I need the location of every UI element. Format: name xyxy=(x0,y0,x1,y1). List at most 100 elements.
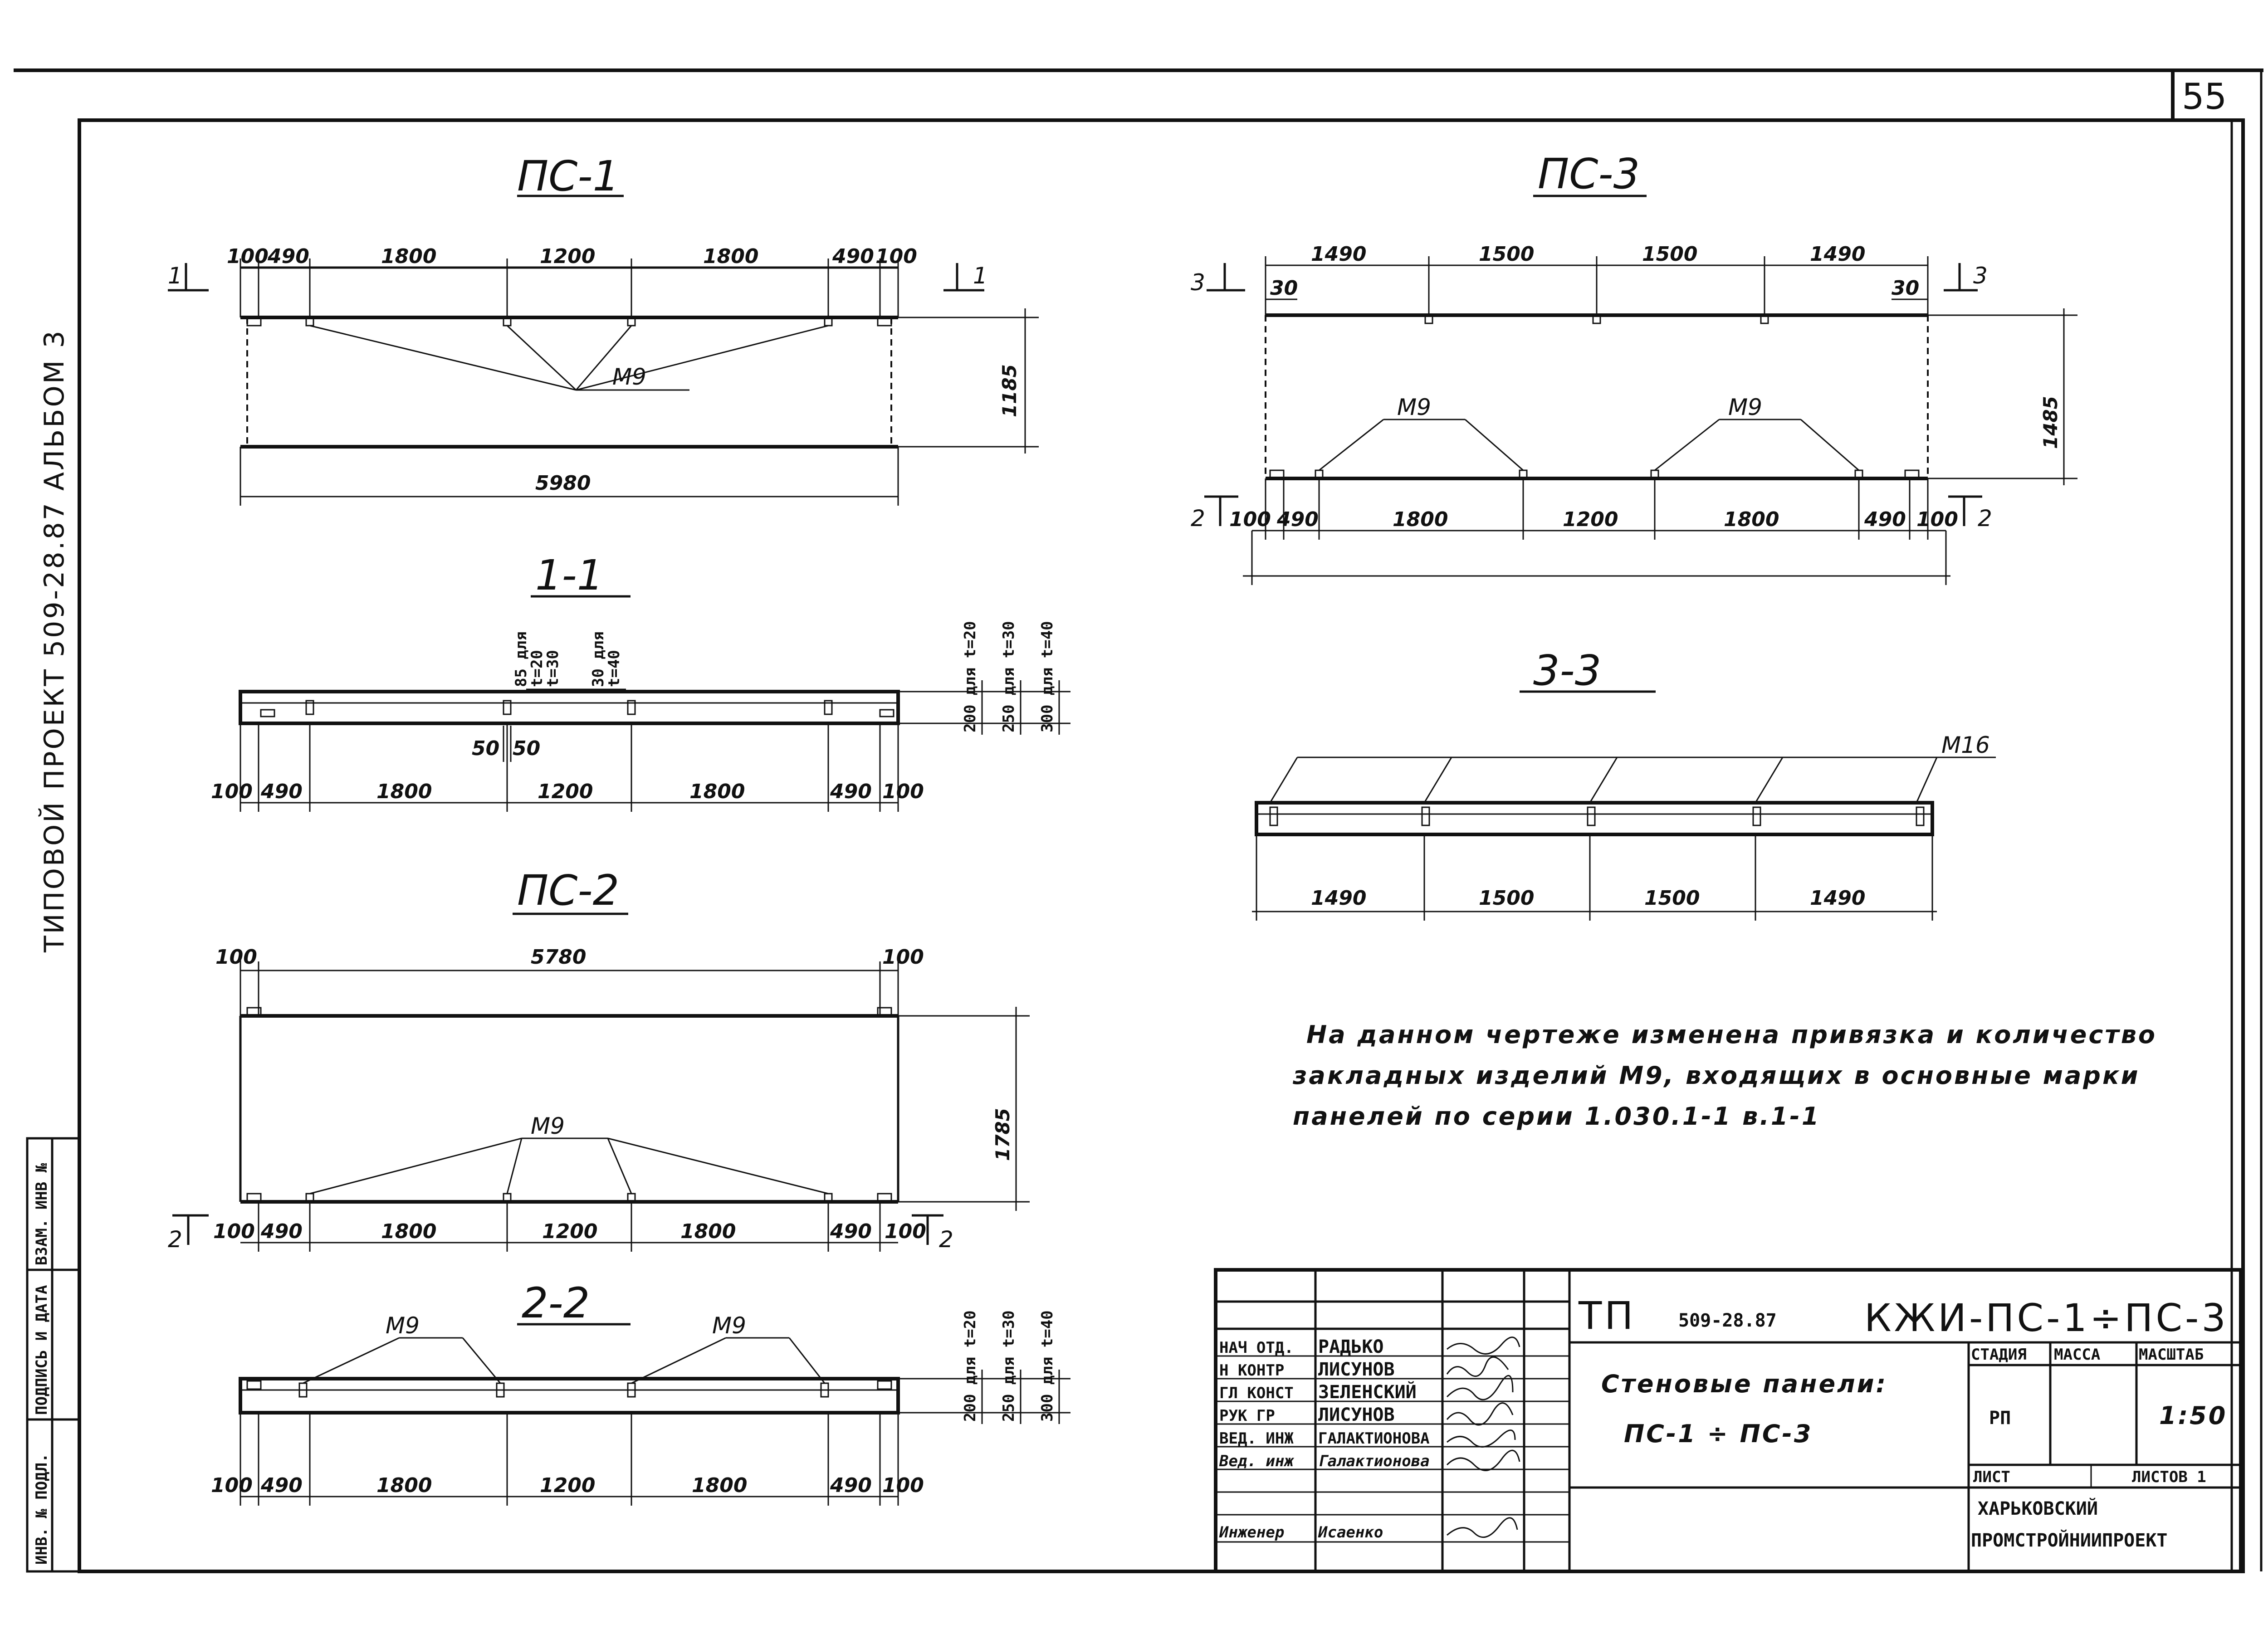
view-ps3: ПС-3 1490 1500 1500 1490 30 30 3 3 xyxy=(1191,150,2077,585)
tb-stage-hdr: СТАДИЯ xyxy=(1971,1346,2027,1364)
view-ps1: ПС-1 100 490 1800 1200 1800 490 100 1 1 xyxy=(168,152,1039,506)
ps3-mark-2: М9 xyxy=(1728,394,1762,420)
tb-role-6: Инженер xyxy=(1219,1523,1284,1541)
s33-dim-0: 1490 xyxy=(1311,887,1366,910)
tb-stage: РП xyxy=(1989,1408,2011,1429)
ps3-cut-top-right: 3 xyxy=(1973,263,1988,289)
tb-role-0: НАЧ ОТД. xyxy=(1219,1339,1294,1357)
ps2-bdim-4: 1800 xyxy=(680,1220,736,1243)
s11-right-0: 200 для t=20 xyxy=(961,621,979,732)
ps1-dim-6: 100 xyxy=(875,245,917,268)
s11-right-2: 300 для t=40 xyxy=(1038,621,1056,732)
ps1-dim-1: 490 xyxy=(267,245,309,268)
ps3-title: ПС-3 xyxy=(1538,150,1640,198)
tb-desc-1: Стеновые панели: xyxy=(1601,1370,1887,1398)
ps3-dim-1: 1500 xyxy=(1479,243,1534,266)
tb-role-4: ВЕД. ИНЖ xyxy=(1219,1429,1294,1448)
tb-scale-hdr: МАСШТАБ xyxy=(2139,1346,2204,1364)
ps3-cut-bottom-left: 2 xyxy=(1191,505,1205,532)
ps2-bdim-0: 100 xyxy=(213,1220,255,1243)
view-section-2-2: 2-2 М9 М9 200 для t=20 250 для t=30 300 … xyxy=(211,1279,1070,1506)
ps2-bdim-1: 490 xyxy=(260,1220,303,1243)
view-section-3-3: 3-3 М16 1490 1500 1500 1490 xyxy=(1252,646,1996,921)
note-line-1: На данном чертеже изменена привязка и ко… xyxy=(1306,1020,2157,1049)
ps3-edge-1: 30 xyxy=(1892,277,1919,300)
ps1-dim-5: 490 xyxy=(832,245,874,268)
title-block: НАЧ ОТД. РАДЬКО Н КОНТР ЛИСУНОВ ГЛ КОНСТ… xyxy=(1214,1268,2243,1573)
tb-name-4: ГАЛАКТИОНОВА xyxy=(1318,1429,1430,1448)
s22-mark-2: М9 xyxy=(712,1312,746,1339)
ps2-cut-right: 2 xyxy=(939,1226,953,1253)
ps3-bdim-6: 100 xyxy=(1916,508,1958,531)
s33-title: 3-3 xyxy=(1533,646,1601,695)
ps3-dim-0: 1490 xyxy=(1311,243,1366,266)
ps1-cut-right: 1 xyxy=(973,263,987,289)
s11-title: 1-1 xyxy=(535,551,603,600)
ps1-dim-4: 1800 xyxy=(703,245,758,268)
change-note: На данном чертеже изменена привязка и ко… xyxy=(1292,1020,2157,1131)
s11-right-1: 250 для t=30 xyxy=(1000,621,1018,732)
tb-name-0: РАДЬКО xyxy=(1318,1336,1384,1357)
s11-note-0: 85 для xyxy=(512,631,530,687)
tb-name-1: ЛИСУНОВ xyxy=(1318,1359,1395,1380)
ps3-bdim-2: 1800 xyxy=(1393,508,1448,531)
s22-dim-4: 1800 xyxy=(692,1474,747,1497)
ps3-cut-top-left: 3 xyxy=(1191,269,1205,296)
s11-dim-6: 100 xyxy=(882,780,924,803)
ps3-edge-0: 30 xyxy=(1270,277,1298,300)
s11-dim-2: 1800 xyxy=(376,780,432,803)
s33-dim-2: 1500 xyxy=(1644,887,1700,910)
ps1-mark: М9 xyxy=(612,364,646,390)
s11-dim-3: 1200 xyxy=(538,780,593,803)
side-cell-ivn-podl: ИНВ. № ПОДЛ. xyxy=(33,1453,51,1565)
tb-org-2: ПРОМСТРОЙНИИПРОЕКТ xyxy=(1971,1529,2167,1551)
ps1-dim-0: 100 xyxy=(227,245,269,268)
ps2-title: ПС-2 xyxy=(517,866,619,915)
sheet-number: 55 xyxy=(2182,77,2227,117)
s22-dim-1: 490 xyxy=(260,1474,303,1497)
side-cell-podpis: ПОДПИСЬ И ДАТА xyxy=(33,1285,51,1415)
ps2-dim-2: 100 xyxy=(882,946,924,969)
ps3-bdim-5: 490 xyxy=(1864,508,1906,531)
ps2-mark: М9 xyxy=(531,1113,565,1139)
ps3-dim-2: 1500 xyxy=(1642,243,1697,266)
ps2-bdim-6: 100 xyxy=(885,1220,926,1243)
ps3-mark-1: М9 xyxy=(1397,394,1431,420)
note-line-3: панелей по серии 1.030.1-1 в.1-1 xyxy=(1293,1102,1820,1131)
s11-note-1: t=20 xyxy=(528,650,546,687)
view-section-1-1: 1-1 50 50 85 для t=20 t=30 30 для t=40 2… xyxy=(211,551,1070,812)
ps1-dim-3: 1200 xyxy=(540,245,595,268)
side-cell-vzam: ВЗАМ. ИНВ № xyxy=(33,1163,51,1265)
s33-mark: М16 xyxy=(1941,732,1990,758)
ps2-bdim-5: 490 xyxy=(830,1220,872,1243)
tb-role-1: Н КОНТР xyxy=(1219,1361,1284,1380)
ps1-dim-2: 1800 xyxy=(381,245,436,268)
ps2-bdim-3: 1200 xyxy=(542,1220,597,1243)
ps3-bdim-3: 1200 xyxy=(1563,508,1618,531)
ps1-cut-left: 1 xyxy=(168,263,182,289)
s22-mark-1: М9 xyxy=(386,1312,420,1339)
ps2-height: 1785 xyxy=(992,1108,1014,1161)
s11-note-3: 30 для xyxy=(589,631,607,687)
tb-org-1: ХАРЬКОВСКИЙ xyxy=(1978,1497,2098,1519)
ps3-bdim-1: 490 xyxy=(1276,508,1319,531)
s11-note-4: t=40 xyxy=(605,650,623,687)
s11-note-2: t=30 xyxy=(544,650,562,687)
s33-dim-1: 1500 xyxy=(1479,887,1534,910)
tb-role-3: РУК ГР xyxy=(1219,1407,1275,1425)
s11-dim-0: 100 xyxy=(211,780,253,803)
tb-name-6: Исаенко xyxy=(1318,1523,1383,1541)
s22-dim-3: 1200 xyxy=(540,1474,595,1497)
tb-desc-2: ПС-1 ÷ ПС-3 xyxy=(1624,1419,1813,1448)
tb-mass-hdr: МАССА xyxy=(2054,1346,2100,1364)
tb-name-2: ЗЕЛЕНСКИЙ xyxy=(1318,1381,1417,1403)
tb-role-2: ГЛ КОНСТ xyxy=(1219,1384,1294,1402)
ps1-length: 5980 xyxy=(535,472,591,495)
tb-name-5: Галактионова xyxy=(1318,1452,1430,1470)
note-line-2: закладных изделий М9, входящих в основны… xyxy=(1292,1061,2140,1090)
tb-sheet-hdr: ЛИСТ xyxy=(1973,1468,2010,1486)
ps2-dim-1: 5780 xyxy=(531,946,586,969)
view-ps2: ПС-2 100 5780 100 М9 1785 2 2 xyxy=(168,866,1030,1253)
s22-dim-6: 100 xyxy=(882,1474,924,1497)
